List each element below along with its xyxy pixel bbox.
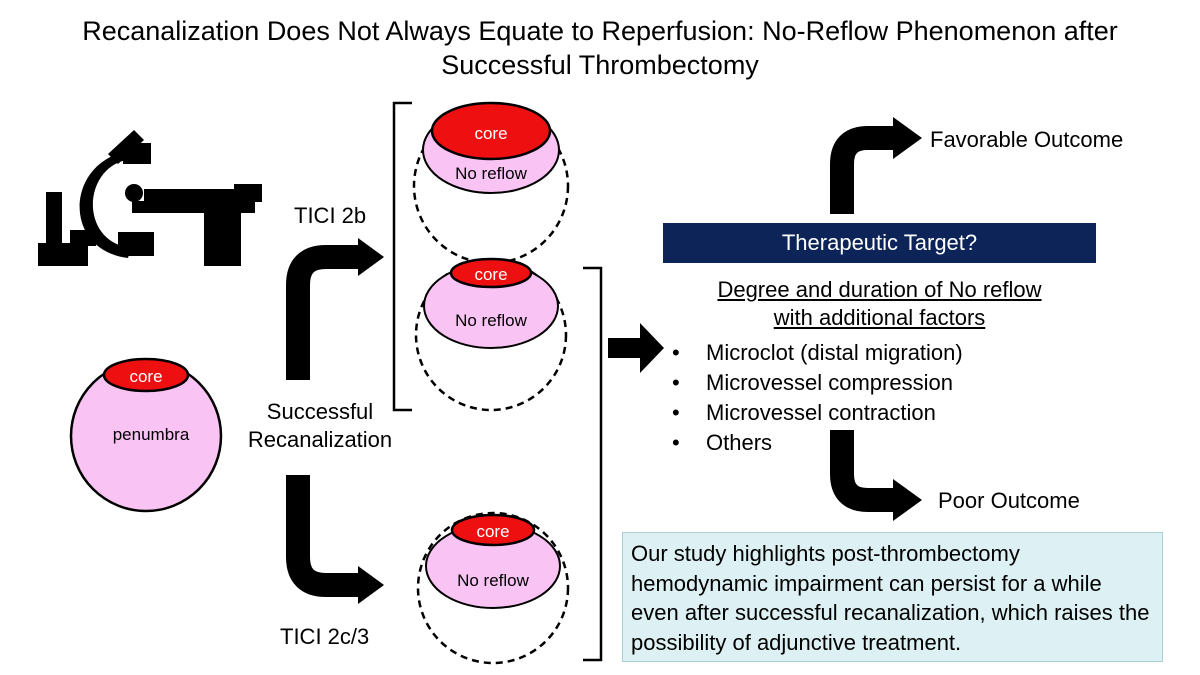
bullet-icon: • [672, 430, 680, 455]
core-label-3: core [476, 522, 509, 541]
title-line-2: Successful Thrombectomy [441, 50, 759, 80]
additional-factors-list: • Microclot (distal migration) • Microvess… [672, 338, 963, 458]
factor-text: Microvessel contraction [706, 400, 936, 425]
recanalization-label: Successful Recanalization [222, 398, 418, 454]
diagram-title: Recanalization Does Not Always Equate to… [0, 14, 1200, 82]
factor-item: • Microvessel compression [672, 368, 963, 398]
to-factors-arrow [608, 323, 664, 373]
bullet-icon: • [672, 400, 680, 425]
tici-2b-branch-arrow [286, 238, 384, 380]
no-reflow-bracket [583, 266, 603, 662]
poor-outcome-arrow [830, 430, 922, 521]
bullet-icon: • [672, 370, 680, 395]
core-label-1: core [474, 124, 507, 143]
outcome-circle-2: core No reflow [414, 257, 568, 412]
degree-duration-heading: Degree and duration of No reflow with ad… [663, 276, 1096, 332]
no-reflow-label-3: No reflow [457, 571, 530, 590]
core-label-2: core [474, 265, 507, 284]
factor-item: • Others [672, 428, 963, 458]
outcome-circle-3: core No reflow [416, 511, 570, 665]
factor-text: Microvessel compression [706, 370, 953, 395]
angiography-c-arm-icon [38, 130, 262, 266]
tici-2c3-label: TICI 2c/3 [280, 624, 370, 649]
favorable-outcome-arrow [830, 117, 922, 214]
factor-text: Others [706, 430, 773, 455]
tici-2b-label: TICI 2b [294, 203, 367, 228]
bullet-icon: • [672, 340, 680, 365]
factor-item: • Microvessel contraction [672, 398, 963, 428]
factor-text: Microclot (distal migration) [706, 340, 963, 365]
penumbra-label: penumbra [113, 425, 190, 444]
outcome-circle-1: core No reflow [412, 101, 570, 265]
core-region-1 [430, 101, 552, 161]
no-reflow-label-2: No reflow [455, 311, 528, 330]
initial-brain-circle: core penumbra [69, 357, 223, 513]
title-line-1: Recanalization Does Not Always Equate to… [82, 16, 1118, 46]
factor-item: • Microclot (distal migration) [672, 338, 963, 368]
study-summary-box: Our study highlights post-thrombectomy h… [622, 532, 1163, 662]
core-region-2 [449, 257, 533, 289]
tici-2b-bracket [392, 101, 412, 412]
favorable-outcome-label: Favorable Outcome [930, 127, 1124, 152]
initial-core [102, 357, 190, 393]
recanalization-line-2: Recanalization [247, 427, 393, 452]
core-region-3 [450, 513, 536, 547]
therapeutic-target-banner: Therapeutic Target? [663, 223, 1096, 263]
recanalization-line-1: Successful [266, 399, 374, 424]
initial-core-label: core [129, 367, 162, 386]
degree-heading-line-2: with additional factors [773, 305, 986, 330]
tici-2c3-branch-arrow [286, 475, 384, 604]
degree-heading-line-1: Degree and duration of No reflow [717, 277, 1042, 302]
poor-outcome-label: Poor Outcome [938, 488, 1080, 513]
no-reflow-label-1: No reflow [455, 164, 528, 183]
